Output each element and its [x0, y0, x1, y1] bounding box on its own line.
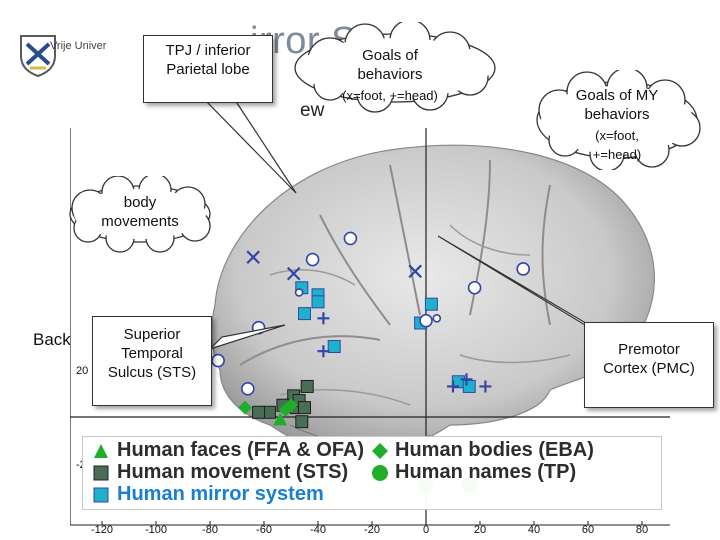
mirror-square-marker	[327, 340, 341, 353]
legend-cyan-square-icon	[93, 487, 109, 503]
open-circle-marker	[305, 252, 320, 267]
cloud-my-goals-line1: Goals of MY	[575, 87, 659, 104]
mirror-square-marker	[298, 307, 311, 321]
head-cross-marker	[479, 380, 492, 393]
open-circle-marker	[343, 231, 358, 246]
x-tick-label: 60	[582, 524, 594, 535]
cloud-body-text: body movements	[75, 193, 205, 231]
cloud-body-movements	[69, 176, 211, 253]
university-name: Vrije Univer	[50, 40, 107, 52]
foot-x-marker	[286, 266, 301, 281]
x-tick-label: -100	[145, 524, 167, 535]
cloud-goals-line2: behaviors	[357, 66, 423, 83]
callout-tpj-line1: TPJ / inferior	[165, 42, 251, 59]
open-circle-marker	[516, 262, 531, 276]
foot-x-marker	[408, 264, 422, 279]
x-tick-label: -120	[91, 524, 113, 535]
slide-subtitle: ew	[300, 100, 325, 121]
legend-names: Human names (TP)	[395, 461, 577, 483]
x-tick-label: -80	[202, 524, 218, 535]
x-tick-label: -60	[256, 524, 272, 535]
legend: Human faces (FFA & OFA) Human movement (…	[82, 436, 662, 510]
movement-square-marker	[252, 405, 266, 419]
open-circle-marker	[419, 313, 433, 328]
callout-tpj: TPJ / inferior Parietal lobe	[143, 35, 273, 103]
brain-scatter-plot: -120-100-80-60-40-200204060808020-2	[70, 128, 670, 535]
legend-circle-icon	[372, 465, 388, 481]
open-circle-marker	[241, 381, 255, 396]
foot-x-marker	[246, 250, 260, 264]
head-cross-marker	[447, 380, 459, 393]
head-cross-marker	[460, 373, 473, 386]
cloud-my-goals-sub2: +=head)	[592, 147, 642, 162]
x-tick-label: -40	[310, 524, 326, 535]
cloud-goals-of-my-behaviors	[536, 70, 701, 170]
body-diamond-marker	[284, 398, 298, 413]
cloud-goals-line1: Goals of	[362, 47, 418, 64]
legend-mirror: Human mirror system	[117, 483, 324, 505]
cloud-body-line1: body	[123, 194, 157, 211]
head-cross-marker	[317, 345, 330, 358]
callout-pmc: Premotor Cortex (PMC)	[584, 322, 714, 408]
body-diamond-marker	[238, 400, 253, 415]
back-label: Back	[33, 330, 71, 349]
x-tick-label: 40	[528, 524, 540, 535]
callout-sts: Superior Temporal Sulcus (STS)	[92, 316, 212, 406]
cloud-my-goals-line2: behaviors	[584, 106, 650, 123]
legend-movement: Human movement (STS)	[117, 461, 349, 483]
cloud-goals-sub: (x=foot, +=head)	[342, 88, 438, 103]
x-tick-label: 80	[636, 524, 648, 535]
open-circle-marker	[432, 314, 442, 323]
callout-sts-line3: Sulcus (STS)	[107, 364, 197, 381]
x-tick-label: 0	[423, 524, 429, 535]
cloud-my-goals-text: Goals of MY behaviors (x=foot, +=head)	[547, 86, 687, 164]
head-cross-marker	[317, 312, 330, 325]
data-marks	[211, 231, 531, 494]
movement-square-marker	[298, 401, 311, 415]
x-tick-label: -20	[364, 524, 380, 535]
legend-bodies: Human bodies (EBA)	[395, 439, 594, 461]
movement-square-marker	[295, 415, 309, 429]
y-tick-label: -2	[76, 459, 86, 471]
callout-sts-line2: Temporal	[121, 345, 183, 362]
university-logo	[10, 20, 160, 90]
x-tick-label: 20	[474, 524, 486, 535]
callout-pmc-line2: Cortex (PMC)	[603, 360, 695, 377]
cloud-goals-text: Goals of behaviors (x=foot, +=head)	[300, 46, 480, 105]
callout-pmc-line1: Premotor	[618, 341, 680, 358]
legend-diamond-icon	[372, 443, 388, 459]
callout-tpj-line2: Parietal lobe	[166, 61, 250, 78]
open-circle-marker	[294, 288, 304, 297]
face-triangle-marker	[273, 412, 288, 426]
open-circle-marker	[211, 353, 225, 368]
legend-faces: Human faces (FFA & OFA)	[117, 439, 365, 461]
mirror-square-marker	[424, 297, 438, 311]
movement-square-marker	[300, 379, 314, 393]
mirror-square-marker	[311, 295, 325, 309]
legend-triangle-icon	[94, 444, 108, 458]
callout-sts-line1: Superior	[123, 326, 181, 343]
open-circle-marker	[467, 280, 482, 295]
legend-dark-square-icon	[93, 465, 109, 481]
cloud-my-goals-sub1: (x=foot,	[595, 128, 639, 143]
cloud-goals-of-behaviors	[294, 22, 496, 113]
cloud-body-line2: movements	[101, 213, 179, 230]
y-tick-label: 20	[76, 365, 88, 377]
